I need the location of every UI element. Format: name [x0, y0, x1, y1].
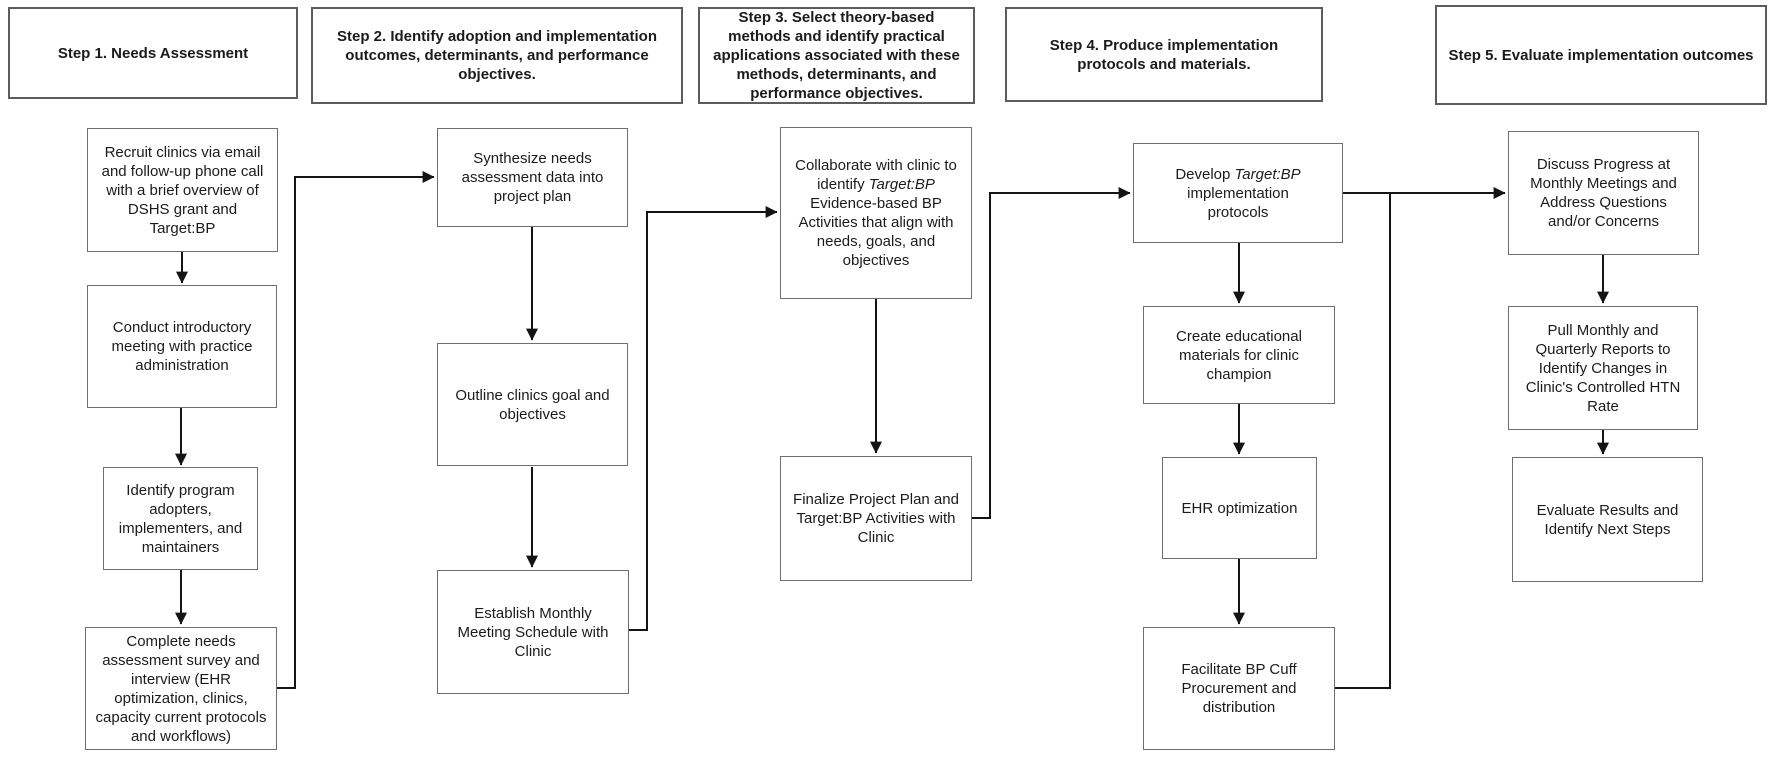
step4-box-ehr-optimization: EHR optimization: [1162, 457, 1317, 559]
step4-box-bp-cuff-procurement: Facilitate BP Cuff Procurement and distr…: [1143, 627, 1335, 750]
step5-box-discuss-progress: Discuss Progress at Monthly Meetings and…: [1508, 131, 1699, 255]
box-text-pre: Develop: [1175, 165, 1235, 183]
connector-step1-box4-to-step2-box1: [277, 171, 435, 689]
box-text: Collaborate with clinic to identify Targ…: [789, 156, 963, 270]
box-text: Conduct introductory meeting with practi…: [111, 319, 253, 374]
step5-header-label: Step 5. Evaluate implementation outcomes: [1448, 46, 1754, 64]
step1-box-identify-adopters: Identify program adopters, implementers,…: [103, 467, 258, 570]
box-text: Synthesize needs assessment data into pr…: [461, 150, 604, 205]
connector-step2-box3-to-step3-box1: [629, 206, 778, 631]
box-text: Evaluate Results and Identify Next Steps: [1536, 501, 1679, 538]
box-text: Outline clinics goal and objectives: [455, 386, 610, 423]
box-text-post: implementation protocols: [1187, 184, 1289, 221]
step1-box-intro-meeting: Conduct introductory meeting with practi…: [87, 285, 277, 408]
step4-header: Step 4. Produce implementation protocols…: [1005, 7, 1323, 102]
box-text: Finalize Project Plan and Target:BP Acti…: [793, 491, 959, 546]
step1-box-recruit-clinics: Recruit clinics via email and follow-up …: [87, 128, 278, 252]
box-text-pre: Collaborate with clinic to identify: [795, 157, 957, 193]
step3-box-collaborate-identify-activities: Collaborate with clinic to identify Targ…: [780, 127, 972, 299]
box-text: Discuss Progress at Monthly Meetings and…: [1530, 156, 1677, 230]
step4-box-develop-protocols: Develop Target:BP implementation protoco…: [1133, 143, 1343, 243]
connector-step4-box4-up-junction: [1335, 193, 1391, 689]
step4-header-label: Step 4. Produce implementation protocols…: [1049, 36, 1279, 73]
box-text: Complete needs assessment survey and int…: [95, 632, 267, 745]
step3-header: Step 3. Select theory-based methods and …: [698, 7, 975, 104]
step1-box-needs-survey: Complete needs assessment survey and int…: [85, 627, 277, 750]
box-text: Pull Monthly and Quarterly Reports to Id…: [1525, 321, 1681, 415]
step5-box-pull-reports: Pull Monthly and Quarterly Reports to Id…: [1508, 306, 1698, 430]
box-text: Identify program adopters, implementers,…: [118, 481, 243, 556]
step2-header: Step 2. Identify adoption and implementa…: [311, 7, 683, 104]
step4-box-educational-materials: Create educational materials for clinic …: [1143, 306, 1335, 404]
step1-header: Step 1. Needs Assessment: [8, 7, 298, 99]
step2-box-outline-goals: Outline clinics goal and objectives: [437, 343, 628, 466]
step3-box-finalize-plan: Finalize Project Plan and Target:BP Acti…: [780, 456, 972, 581]
step1-header-label: Step 1. Needs Assessment: [57, 44, 249, 62]
step2-header-label: Step 2. Identify adoption and implementa…: [336, 28, 658, 83]
step3-header-label: Step 3. Select theory-based methods and …: [713, 9, 960, 102]
box-text-post: Evidence-based BP Activities that align …: [798, 195, 954, 269]
connector-step3-box2-to-step4-box1: [972, 187, 1131, 519]
box-text: Recruit clinics via email and follow-up …: [101, 143, 264, 237]
box-text: Establish Monthly Meeting Schedule with …: [457, 604, 609, 660]
box-text: Create educational materials for clinic …: [1176, 327, 1302, 383]
box-text-italic: Target:BP: [1234, 165, 1301, 183]
box-text: Develop Target:BP implementation protoco…: [1164, 165, 1312, 222]
step2-box-meeting-schedule: Establish Monthly Meeting Schedule with …: [437, 570, 629, 694]
step5-box-evaluate-results: Evaluate Results and Identify Next Steps: [1512, 457, 1703, 582]
step5-header: Step 5. Evaluate implementation outcomes: [1435, 5, 1767, 105]
box-text-italic: Target:BP: [868, 176, 935, 193]
box-text: Facilitate BP Cuff Procurement and distr…: [1181, 661, 1297, 716]
box-text: EHR optimization: [1181, 499, 1298, 517]
step2-box-synthesize-data: Synthesize needs assessment data into pr…: [437, 128, 628, 227]
